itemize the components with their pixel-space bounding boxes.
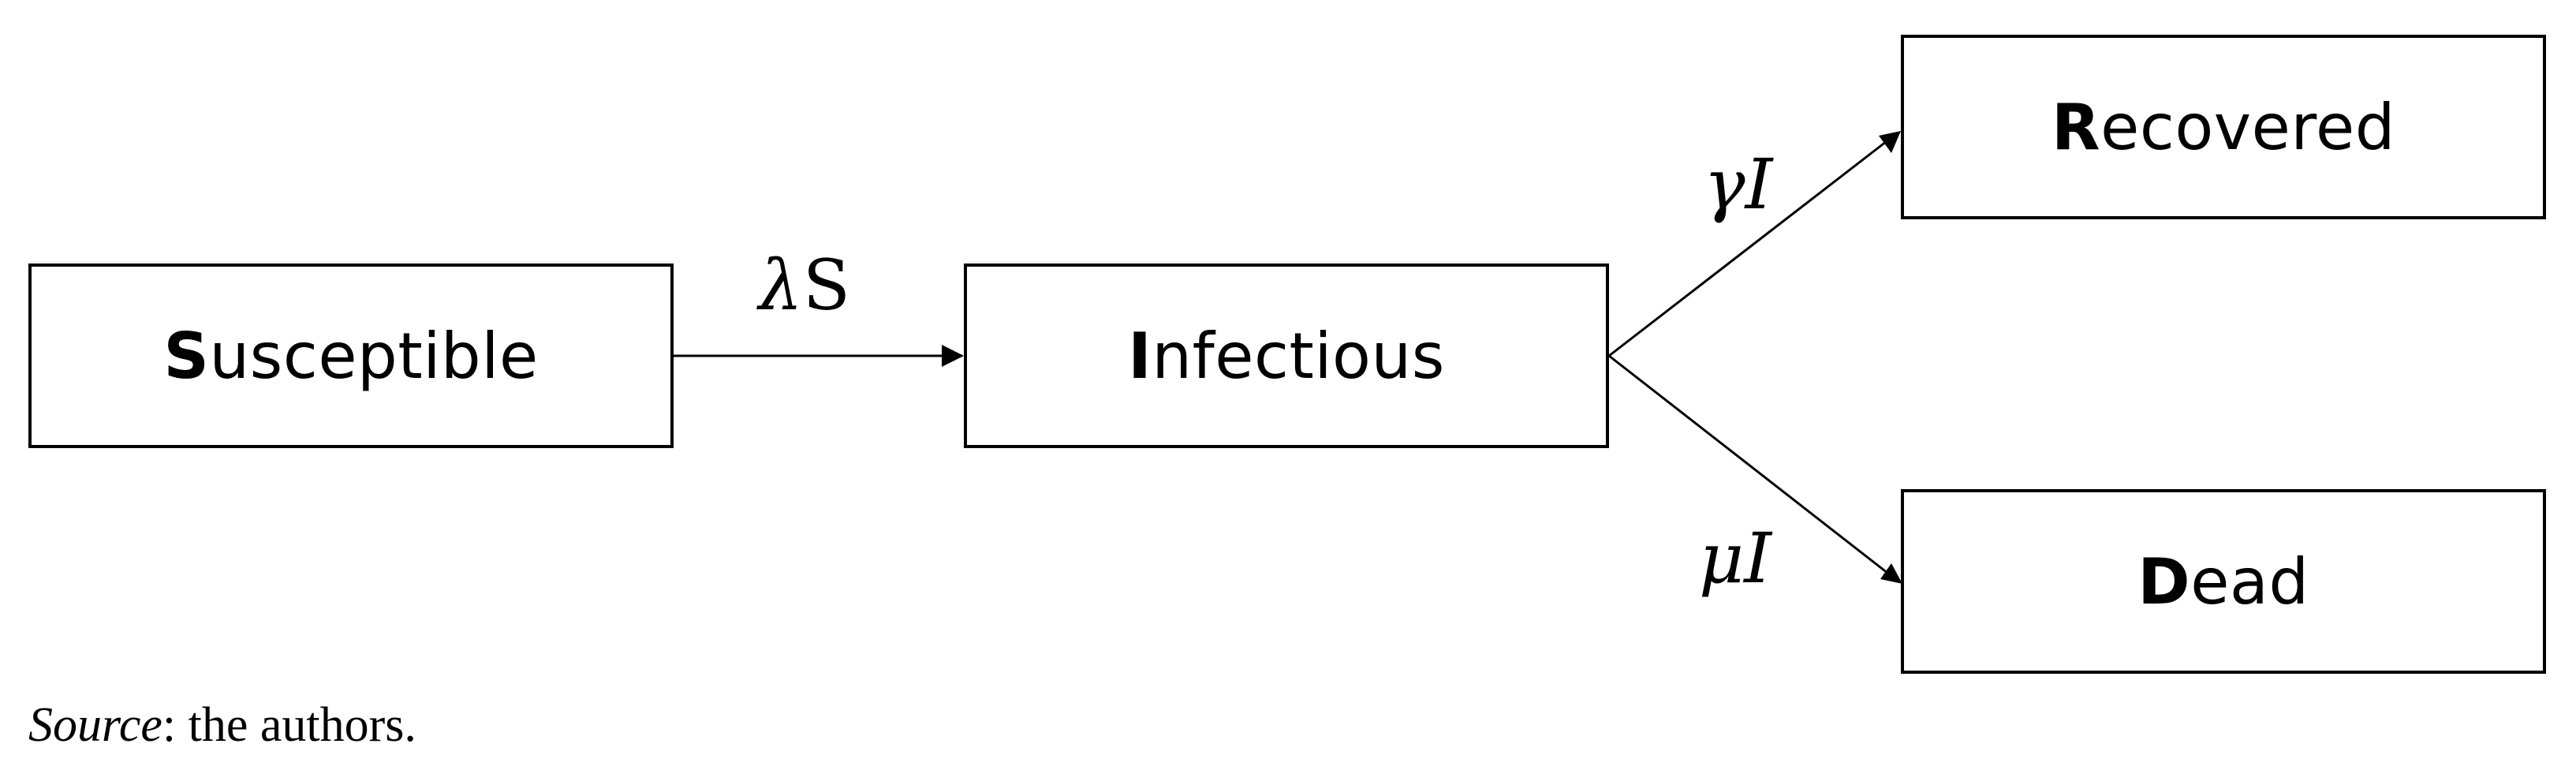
rate-infection-symbol: λ	[759, 245, 803, 326]
arrowhead-dead	[1880, 563, 1902, 584]
rate-recovery-symbol: γ	[1704, 144, 1745, 225]
rate-label-death: μI	[1699, 524, 1771, 593]
rate-death-variable: I	[1744, 518, 1771, 599]
compartment-infectious-rest: nfectious	[1152, 319, 1445, 393]
caption-text: : the authors.	[162, 698, 416, 752]
compartment-infectious-initial: I	[1128, 319, 1152, 393]
compartment-dead-initial: D	[2137, 544, 2191, 619]
arrowhead-recovered	[1879, 131, 1901, 153]
rate-death-symbol: μ	[1699, 518, 1745, 599]
rate-label-recovery: γI	[1704, 150, 1772, 219]
arrowhead-infectious	[942, 345, 964, 367]
compartment-dead-rest: ead	[2190, 544, 2309, 619]
compartment-recovered-rest: ecovered	[2100, 90, 2395, 164]
compartment-susceptible-rest: usceptible	[209, 319, 539, 393]
arrow-infectious-to-dead	[1608, 354, 1892, 578]
figure-caption: Source: the authors.	[28, 701, 416, 749]
compartment-recovered-initial: R	[2051, 90, 2101, 164]
rate-infection-variable: S	[802, 245, 851, 326]
caption-label: Source	[28, 698, 162, 752]
rate-label-infection: λS	[759, 251, 850, 320]
arrow-infectious-to-recovered	[1608, 137, 1891, 357]
compartment-susceptible-initial: S	[163, 319, 210, 393]
rate-recovery-variable: I	[1745, 144, 1773, 225]
